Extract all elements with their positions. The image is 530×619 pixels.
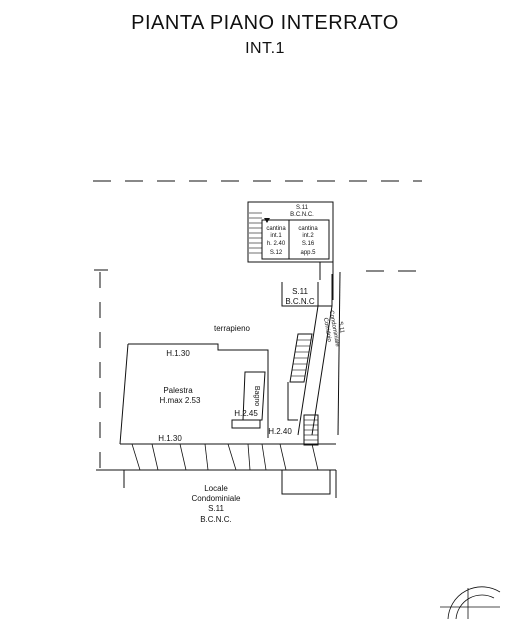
bottom-bcnc-label: B.C.N.C. bbox=[200, 515, 232, 524]
top-bcnc-label: B.C.N.C. bbox=[290, 212, 314, 218]
compass-icon bbox=[440, 586, 501, 619]
condominiale-label: Condominiale bbox=[192, 494, 241, 503]
palestra-wall-left bbox=[119, 343, 129, 445]
cantina2-label: cantina bbox=[298, 226, 318, 232]
height-bottom-label: H.1.30 bbox=[158, 434, 182, 443]
height-top-label: H.1.30 bbox=[166, 349, 190, 358]
cantina2-int-label: int.2 bbox=[302, 233, 314, 239]
plan-subtitle: INT.1 bbox=[245, 40, 285, 57]
foundation-marks bbox=[131, 443, 319, 471]
cellar-block bbox=[247, 201, 334, 263]
bagno-label-group: Bagno bbox=[253, 386, 260, 406]
arrow-down-icon bbox=[264, 218, 270, 223]
height-bagno-label: H.2.45 bbox=[234, 409, 258, 418]
cantina1-int-label: int.1 bbox=[270, 233, 282, 239]
corridor-wall-outer bbox=[337, 271, 341, 436]
corridor-wall-right bbox=[311, 305, 333, 436]
plan-title: PIANTA PIANO INTERRATO bbox=[131, 12, 399, 34]
cantina1-height-label: h. 2.40 bbox=[267, 241, 286, 247]
height-max-label: H.max 2.53 bbox=[160, 396, 201, 405]
palestra-label: Palestra bbox=[163, 386, 193, 395]
corridoio-area-label: S.11 bbox=[337, 321, 345, 334]
bagno-threshold bbox=[231, 419, 261, 429]
bcnc-room bbox=[281, 282, 319, 307]
palestra-wall-top bbox=[128, 343, 269, 438]
cantina2-app-label: app.5 bbox=[300, 250, 316, 256]
cantina-int2 bbox=[288, 219, 330, 260]
cantina2-area-label: S.16 bbox=[302, 241, 315, 247]
mid-s11-label: S.11 bbox=[292, 287, 308, 296]
bagno-room bbox=[242, 371, 266, 421]
corridor-stair bbox=[289, 333, 313, 383]
corridor-stair-lower-steps bbox=[304, 419, 318, 441]
terrapieno-label: terrapieno bbox=[214, 324, 251, 333]
cantina1-label: cantina bbox=[266, 226, 286, 232]
corridor-wall bbox=[287, 382, 298, 421]
height-corridor-label: H.2.40 bbox=[268, 427, 292, 436]
corridor-wall-left bbox=[297, 305, 319, 436]
corridoio-label-group: Corridoio Condominiale S.11 bbox=[322, 310, 345, 348]
top-s11-label: S.11 bbox=[296, 205, 309, 211]
locale-room bbox=[281, 470, 331, 495]
mid-bcnc-label: B.C.N.C bbox=[285, 297, 315, 306]
cellar-stair bbox=[249, 212, 262, 254]
corridor-stair-steps bbox=[291, 339, 311, 377]
corridoio-label: Corridoio bbox=[322, 317, 332, 343]
locale-label: Locale bbox=[204, 484, 228, 493]
bottom-s11-label: S.11 bbox=[208, 504, 224, 513]
bagno-label: Bagno bbox=[253, 386, 260, 406]
cantina1-area-label: S.12 bbox=[270, 250, 283, 256]
